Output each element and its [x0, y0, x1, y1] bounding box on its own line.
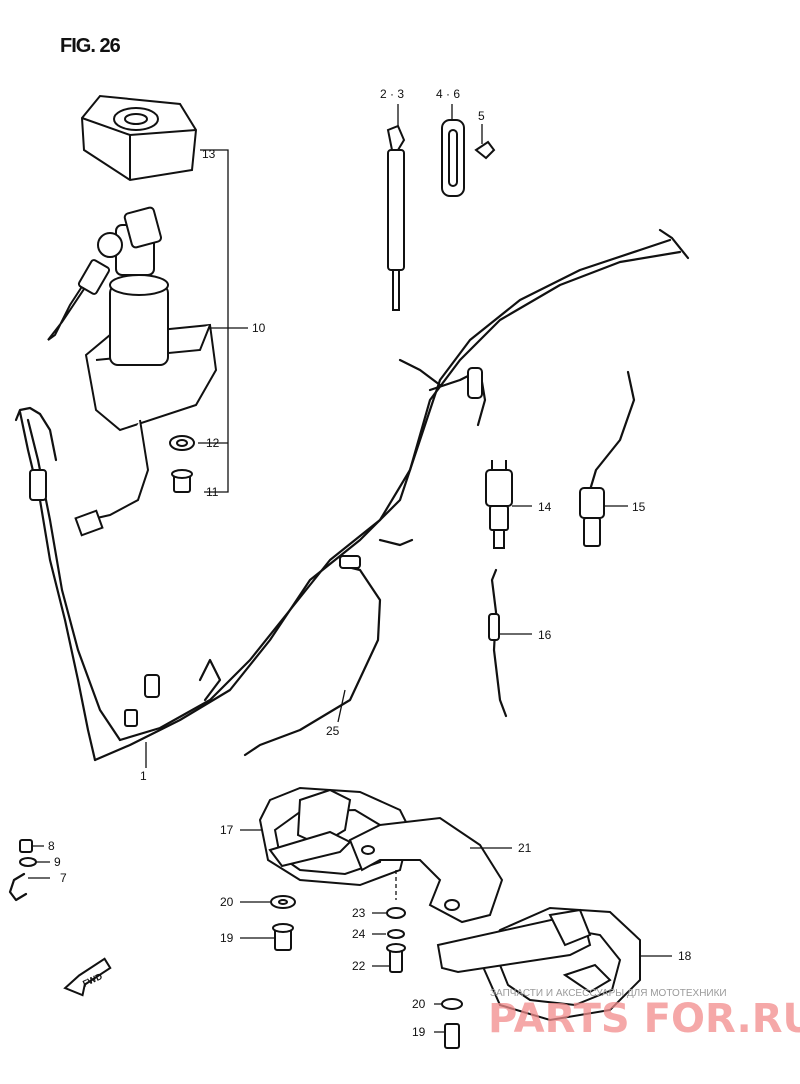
- figure-title: FIG. 26: [60, 35, 121, 57]
- label-21: 21: [518, 841, 532, 855]
- brake-switch-14-drawing: [485, 460, 532, 549]
- fwd-arrow-icon: FWD: [63, 957, 112, 997]
- strap-part-drawing: [441, 104, 496, 197]
- fasteners-drawing: [240, 870, 463, 1049]
- label-19-left: 19: [220, 931, 234, 945]
- label-25: 25: [326, 724, 340, 738]
- label-4-6: 4 · 6: [436, 87, 460, 101]
- label-12: 12: [206, 436, 220, 450]
- wiring-harness-drawing: [14, 228, 690, 762]
- horn-18-drawing: [436, 906, 672, 1022]
- label-18: 18: [678, 949, 692, 963]
- label-13: 13: [202, 147, 216, 161]
- label-17: 17: [220, 823, 234, 837]
- ignition-switch-drawing: [47, 206, 218, 537]
- label-23: 23: [352, 906, 366, 920]
- watermark-brand: PARTS FOR.RU: [488, 996, 800, 1042]
- leader-25: [337, 689, 346, 723]
- label-16: 16: [538, 628, 552, 642]
- label-22: 22: [352, 959, 366, 973]
- label-5: 5: [478, 109, 485, 123]
- watermark-caption: ЗАПЧАСТИ И АКСЕССУАРЫ ДЛЯ МОТОТЕХНИКИ: [490, 988, 727, 999]
- callout-bracket-10: [198, 149, 248, 493]
- label-11: 11: [206, 485, 219, 499]
- horn-bracket-21-drawing: [348, 816, 512, 924]
- small-parts-7-8-9-drawing: [8, 839, 50, 902]
- label-8: 8: [48, 839, 55, 853]
- label-1: 1: [140, 769, 147, 783]
- label-24: 24: [352, 927, 366, 941]
- label-7: 7: [60, 871, 67, 885]
- label-19-right: 19: [412, 1025, 426, 1039]
- spring-16-drawing: [488, 568, 532, 718]
- label-15: 15: [632, 500, 646, 514]
- brake-switch-15-drawing: [579, 370, 636, 547]
- label-20-left: 20: [220, 895, 234, 909]
- label-14: 14: [538, 500, 552, 514]
- label-9: 9: [54, 855, 61, 869]
- label-10: 10: [252, 321, 266, 335]
- rod-part-drawing: [386, 104, 406, 311]
- label-2-3: 2 · 3: [380, 87, 404, 101]
- label-20-right: 20: [412, 997, 426, 1011]
- ignition-cover-drawing: [80, 94, 198, 182]
